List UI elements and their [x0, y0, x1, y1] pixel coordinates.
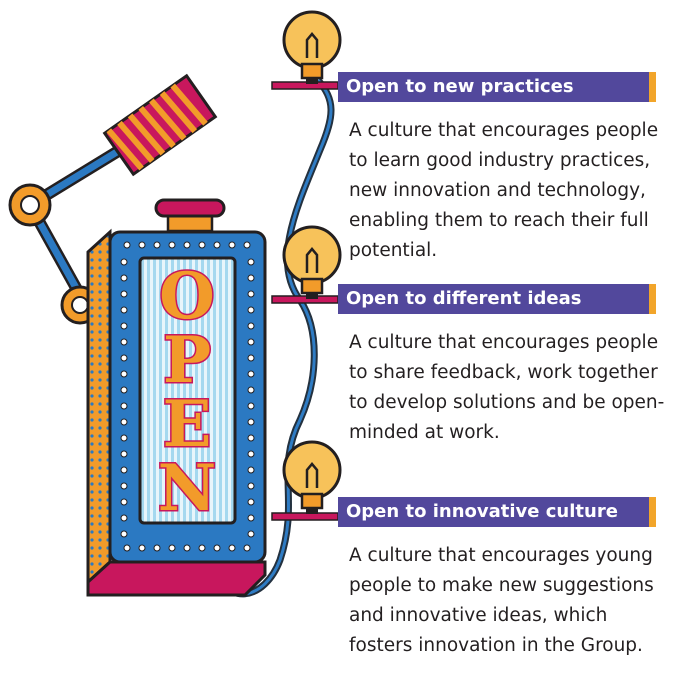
rod-1: [271, 81, 339, 90]
section-header-different-ideas: Open to different ideas: [338, 284, 656, 314]
marquee-light: [247, 322, 255, 330]
section-body: A culture that encourages young people t…: [349, 545, 654, 656]
section-header-innovative-culture: Open to innovative culture: [338, 497, 656, 527]
sign-side: [86, 228, 112, 586]
sign-letter-n: N: [158, 451, 217, 526]
marquee-light: [213, 544, 221, 552]
marquee-light: [213, 241, 221, 249]
marquee-light: [120, 434, 128, 442]
marquee-light: [228, 544, 236, 552]
sign-letter-e: E: [163, 387, 212, 462]
marquee-light: [120, 290, 128, 298]
marquee-light: [247, 530, 255, 538]
marquee-light: [247, 418, 255, 426]
marquee-light: [120, 450, 128, 458]
marquee-light: [123, 544, 131, 552]
marquee-light: [247, 370, 255, 378]
marquee-light: [183, 241, 191, 249]
marquee-light: [120, 338, 128, 346]
marquee-light: [243, 241, 251, 249]
desk-lamp-icon: [8, 73, 218, 325]
marquee-light: [120, 514, 128, 522]
lightbulb-icon: [282, 440, 342, 514]
marquee-light: [247, 258, 255, 266]
marquee-light: [120, 418, 128, 426]
marquee-light: [247, 434, 255, 442]
marquee-light: [168, 544, 176, 552]
marquee-light: [120, 306, 128, 314]
marquee-light: [120, 386, 128, 394]
marquee-light: [198, 544, 206, 552]
marquee-light: [247, 498, 255, 506]
marquee-light: [120, 530, 128, 538]
marquee-light: [138, 241, 146, 249]
marquee-light: [247, 306, 255, 314]
marquee-light: [120, 274, 128, 282]
marquee-light: [247, 466, 255, 474]
sign-cap: [154, 198, 226, 218]
marquee-light: [247, 274, 255, 282]
lightbulb-icon: [282, 225, 342, 299]
marquee-light: [247, 338, 255, 346]
marquee-light: [120, 466, 128, 474]
marquee-light: [120, 258, 128, 266]
marquee-light: [138, 544, 146, 552]
rod-2: [271, 295, 339, 304]
marquee-light: [123, 241, 131, 249]
marquee-light: [120, 402, 128, 410]
marquee-light: [247, 386, 255, 394]
marquee-light: [247, 450, 255, 458]
lightbulb-icon: [282, 10, 342, 84]
section-body: A culture that encourages people to lear…: [349, 120, 659, 261]
marquee-light: [153, 544, 161, 552]
marquee-light: [120, 482, 128, 490]
marquee-light: [247, 402, 255, 410]
sign-base: [86, 560, 267, 597]
marquee-light: [153, 241, 161, 249]
section-heading: Open to new practices: [346, 76, 574, 97]
sign-letter-o: O: [159, 259, 215, 334]
marquee-light: [168, 241, 176, 249]
marquee-light: [228, 241, 236, 249]
sign-panel: [138, 256, 237, 525]
marquee-light: [120, 354, 128, 362]
marquee-light: [247, 290, 255, 298]
marquee-light: [120, 322, 128, 330]
marquee-light: [120, 370, 128, 378]
rod-3: [271, 512, 339, 521]
marquee-light: [183, 544, 191, 552]
marquee-light: [247, 482, 255, 490]
marquee-light: [247, 354, 255, 362]
section-body: A culture that encourages people to shar…: [349, 332, 665, 443]
marquee-light: [120, 498, 128, 506]
section-heading: Open to different ideas: [346, 288, 582, 309]
section-heading: Open to innovative culture: [346, 501, 618, 522]
marquee-lights: [120, 241, 255, 552]
section-header-new-practices: Open to new practices: [338, 72, 656, 102]
marquee-light: [243, 544, 251, 552]
marquee-light: [198, 241, 206, 249]
marquee-light: [247, 514, 255, 522]
sign-letter-p: P: [163, 323, 211, 398]
